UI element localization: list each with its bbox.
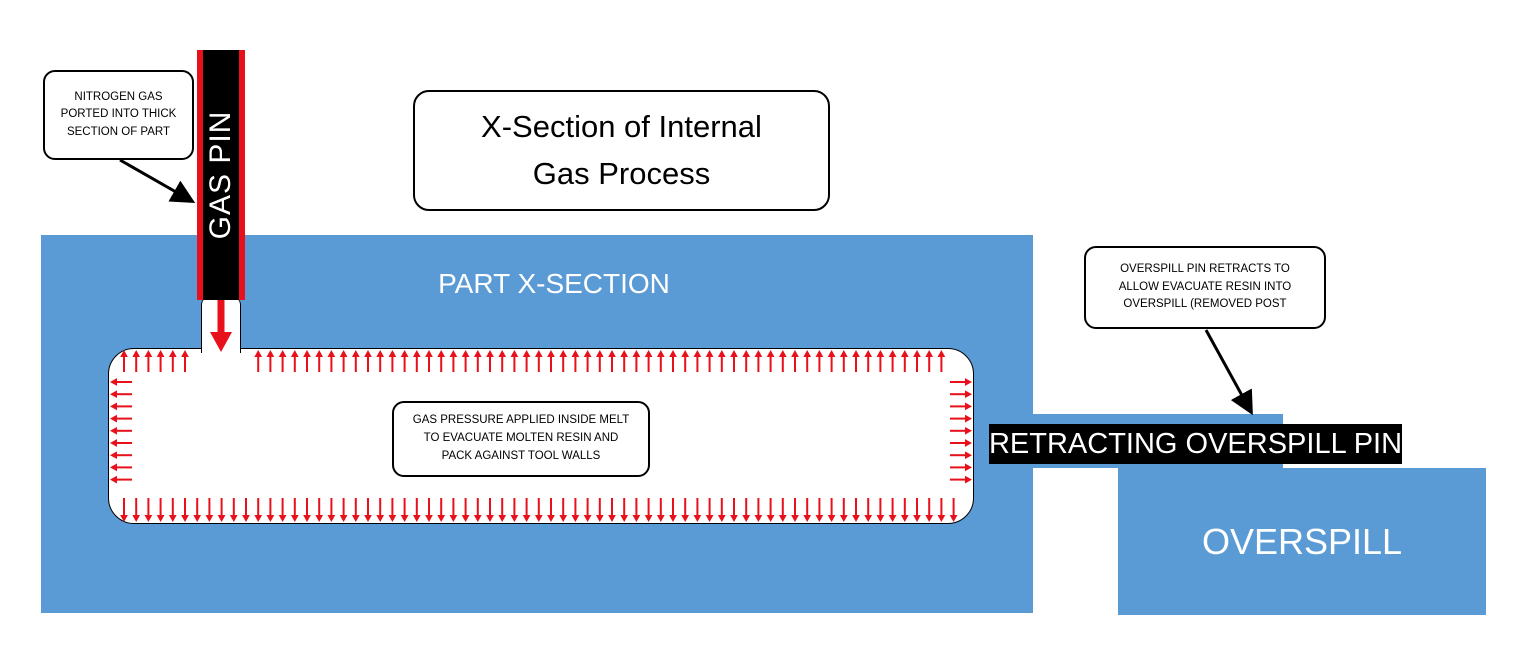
overspill-block (1118, 468, 1486, 615)
overspill-leader-arrow (1204, 329, 1253, 416)
gas-pressure-callout: GAS PRESSURE APPLIED INSIDE MELT TO EVAC… (392, 401, 650, 477)
overspill-label: OVERSPILL (1201, 521, 1403, 562)
gas-pressure-callout-text: GAS PRESSURE APPLIED INSIDE MELT TO EVAC… (412, 414, 630, 462)
nitrogen-callout-text: NITROGEN GAS PORTED INTO THICK SECTION O… (60, 91, 177, 138)
gas-cavity (108, 348, 974, 524)
diagram-title: X-Section of Internal Gas Process (413, 90, 830, 211)
gas-pin-neck (201, 297, 241, 353)
part-label: PART X-SECTION (438, 268, 670, 299)
retracting-pin-label: RETRACTING OVERSPILL PIN (989, 424, 1402, 464)
gas-pin (197, 50, 245, 300)
nitrogen-callout: NITROGEN GAS PORTED INTO THICK SECTION O… (43, 70, 194, 160)
nitrogen-leader-arrow (119, 158, 196, 203)
overspill-pin-callout-text: OVERSPILL PIN RETRACTS TO ALLOW EVACUATE… (1118, 262, 1292, 311)
gas-pin-label: GAS PIN (204, 110, 237, 240)
overspill-pin-callout: OVERSPILL PIN RETRACTS TO ALLOW EVACUATE… (1084, 246, 1326, 329)
diagram-title-text: X-Section of Internal Gas Process (481, 109, 762, 191)
